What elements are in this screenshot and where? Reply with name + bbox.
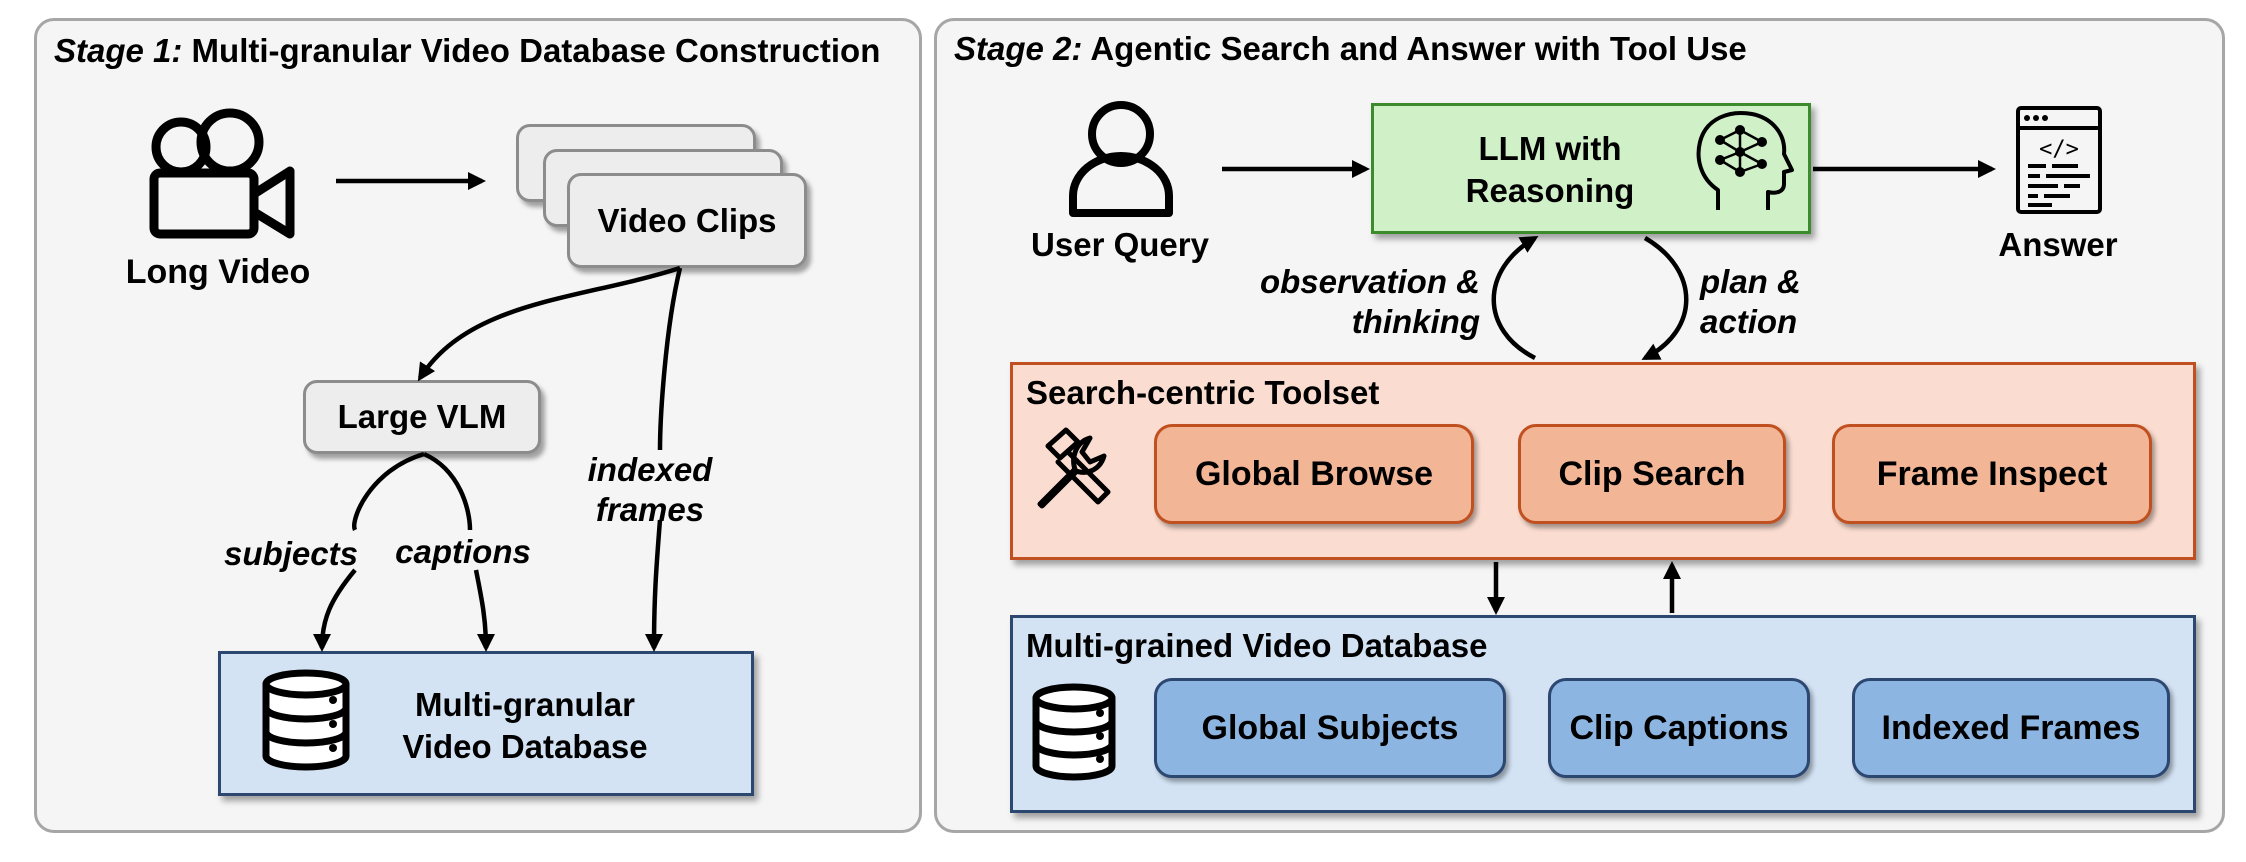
edge-label-indexed: indexed <box>587 451 713 488</box>
db-clip-captions-label: Clip Captions <box>1569 708 1789 747</box>
edge-label-action: action <box>1700 303 1798 340</box>
stage1-title: Stage 1: Multi-granular Video Database C… <box>54 32 880 70</box>
tool-clip-search[interactable]: Clip Search <box>1518 424 1786 524</box>
edge-label-plan-action: plan & action <box>1700 262 1840 342</box>
stage1-database-line2: Video Database <box>402 728 648 765</box>
answer-label: Answer <box>1998 226 2118 263</box>
edge-label-observation: observation & <box>1259 263 1480 300</box>
large-vlm-label: Large VLM <box>337 398 507 435</box>
edge-label-thinking: thinking <box>1351 303 1480 340</box>
tool-clip-search-label: Clip Search <box>1558 454 1746 493</box>
db-global-subjects-label: Global Subjects <box>1201 708 1459 747</box>
tool-global-browse-label: Global Browse <box>1194 454 1434 493</box>
tool-frame-inspect[interactable]: Frame Inspect <box>1832 424 2152 524</box>
db-indexed-frames[interactable]: Indexed Frames <box>1852 678 2170 778</box>
edge-label-subjects: subjects <box>224 535 358 572</box>
db-clip-captions[interactable]: Clip Captions <box>1548 678 1810 778</box>
llm-label: LLM with Reasoning <box>1420 128 1680 212</box>
long-video-label: Long Video <box>125 253 311 291</box>
llm-label-line1: LLM with <box>1478 130 1622 167</box>
stage1-database-label: Multi-granular Video Database <box>380 684 670 768</box>
edge-label-indexed-frames: indexed frames <box>570 450 730 530</box>
stage1-database-line1: Multi-granular <box>415 686 635 723</box>
tool-frame-inspect-label: Frame Inspect <box>1876 454 2108 493</box>
stage2-title-text: Agentic Search and Answer with Tool Use <box>1082 30 1747 67</box>
edge-label-captions: captions <box>395 533 531 570</box>
llm-label-line2: Reasoning <box>1465 172 1635 209</box>
stage2-database-title: Multi-grained Video Database <box>1026 627 1488 664</box>
video-clips-box: Video Clips <box>567 173 807 268</box>
user-query-label: User Query <box>1031 226 1209 263</box>
db-global-subjects[interactable]: Global Subjects <box>1154 678 1506 778</box>
stage1-title-text: Multi-granular Video Database Constructi… <box>182 32 881 69</box>
edge-label-frames: frames <box>595 491 705 528</box>
large-vlm-box: Large VLM <box>303 380 541 454</box>
edge-label-observation-thinking: observation & thinking <box>1230 262 1480 342</box>
stage2-title-prefix: Stage 2: <box>954 30 1083 67</box>
edge-label-plan: plan & <box>1700 263 1801 300</box>
stage2-title: Stage 2: Agentic Search and Answer with … <box>954 30 1747 68</box>
db-indexed-frames-label: Indexed Frames <box>1881 708 2141 747</box>
video-clips-label: Video Clips <box>597 201 777 239</box>
tool-global-browse[interactable]: Global Browse <box>1154 424 1474 524</box>
toolset-title: Search-centric Toolset <box>1026 374 1380 411</box>
stage1-title-prefix: Stage 1: <box>54 32 183 69</box>
